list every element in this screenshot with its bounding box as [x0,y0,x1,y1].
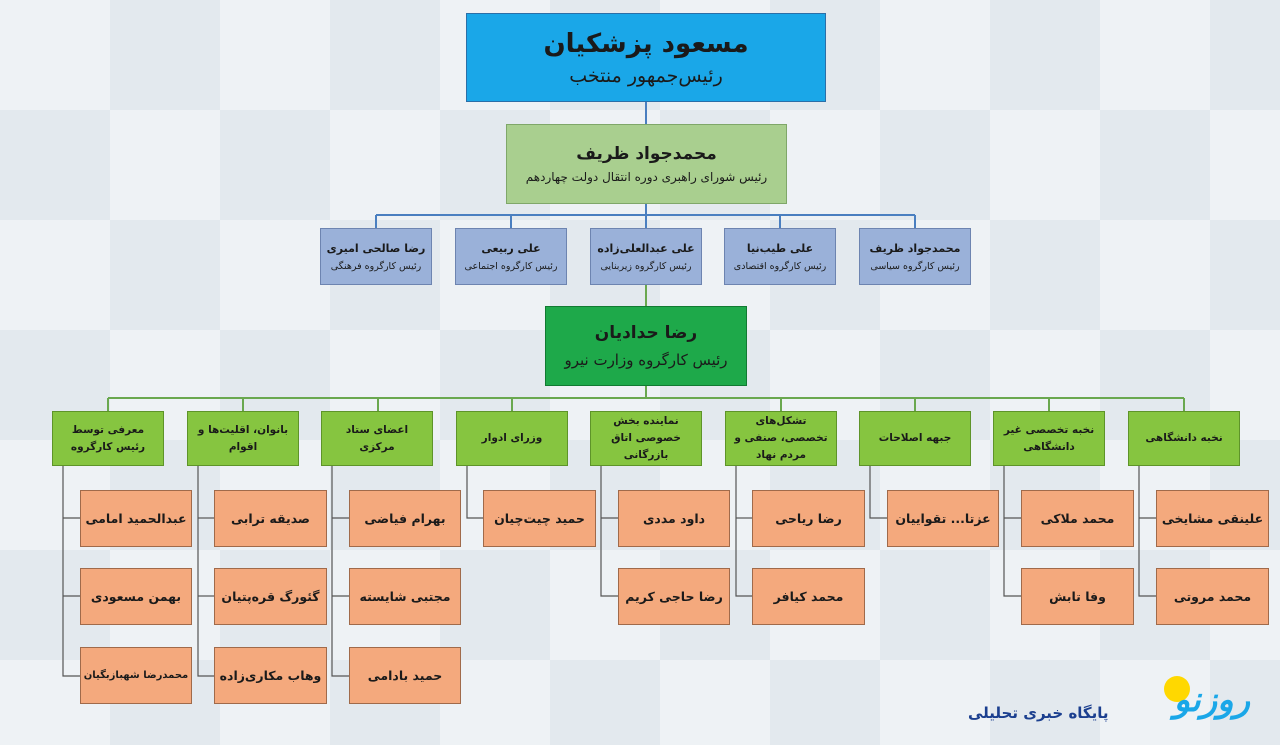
energy-ministry-group-head-box: رضا حدادیان رئیس کارگروه وزارت نیرو [545,306,747,386]
category-box: نماینده بخش خصوصی اتاق بازرگانی [590,411,702,466]
wg-title: رئیس کارگروه فرهنگی [330,260,422,272]
member-name: محمد کیافر [773,589,844,604]
category-box: وزرای ادوار [456,411,568,466]
member-name: علینقی مشایخی [1161,511,1264,526]
category-box: نخبه تخصصی غیر دانشگاهی [993,411,1105,466]
head-title: رئیس شورای راهبری دوره انتقال دولت چهارد… [525,170,768,184]
member-box: گئورگ قره‌پتیان [214,568,327,625]
wg-title: رئیس کارگروه اقتصادی [733,260,827,272]
president-title: رئیس‌جمهور منتخب [569,64,723,87]
logo-brand: روزنو [1173,680,1250,720]
working-group-infrastructure: علی عبدالعلی‌زاده رئیس کارگروه زیربنایی [590,228,702,285]
wg-title: رئیس کارگروه سیاسی [870,260,960,272]
member-name: بهرام فیاضی [364,511,446,526]
category-label: وزرای ادوار [481,432,543,444]
member-name: محمدرضا شهبازبگیان [83,670,189,681]
president-name: مسعود پزشکیان [543,28,749,59]
member-box: وهاب مکاری‌زاده [214,647,327,704]
main-name: رضا حدادیان [594,323,698,343]
wg-name: رضا صالحی امیری [326,241,426,255]
member-box: وفا تابش [1021,568,1134,625]
working-group-cultural: رضا صالحی امیری رئیس کارگروه فرهنگی [320,228,432,285]
wg-name: محمدجواد ظریف [869,241,961,255]
member-box: محمد کیافر [752,568,865,625]
category-box: جبهه اصلاحات [859,411,971,466]
member-name: رضا حاجی کریم [625,589,723,604]
member-name: مجتبی شایسته [359,589,451,604]
member-name: رضا ریاحی [775,511,842,526]
member-box: حمید چیت‌چیان [483,490,596,547]
category-label: معرفی توسط رئیس کارگروه [70,423,146,453]
member-name: داود مددی [642,511,706,526]
member-name: وفا تابش [1049,589,1106,604]
category-label: نماینده بخش خصوصی اتاق بازرگانی [611,415,681,461]
member-box: رضا ریاحی [752,490,865,547]
category-box: تشکل‌های تخصصی، صنفی و مردم نهاد [725,411,837,466]
member-box: بهرام فیاضی [349,490,461,547]
member-box: داود مددی [618,490,730,547]
member-box: محمد ملاکی [1021,490,1134,547]
category-box: اعضای ستاد مرکزی [321,411,433,466]
working-group-political: محمدجواد ظریف رئیس کارگروه سیاسی [859,228,971,285]
member-box: محمد مروتی [1156,568,1269,625]
wg-title: رئیس کارگروه اجتماعی [464,260,558,272]
member-name: حمید چیت‌چیان [494,511,585,526]
transition-council-head-box: محمدجواد ظریف رئیس شورای راهبری دوره انت… [506,124,787,204]
category-box: بانوان، اقلیت‌ها و اقوام [187,411,299,466]
main-title: رئیس کارگروه وزارت نیرو [564,351,728,369]
wg-name: علی ربیعی [481,241,541,255]
member-box: حمید بادامی [349,647,461,704]
member-box: علینقی مشایخی [1156,490,1269,547]
category-label: اعضای ستاد مرکزی [345,423,409,453]
president-box: مسعود پزشکیان رئیس‌جمهور منتخب [466,13,826,102]
head-name: محمدجواد ظریف [576,144,717,164]
member-name: عبدالحمید امامی [85,511,187,526]
category-label: جبهه اصلاحات [878,432,952,444]
member-name: محمد مروتی [1173,589,1252,604]
member-name: صدیقه ترابی [230,511,311,526]
category-label: بانوان، اقلیت‌ها و اقوام [197,423,289,453]
rouznou-logo: روزنو پایگاه خبری تحلیلی [968,674,1268,734]
category-label: تشکل‌های تخصصی، صنفی و مردم نهاد [734,415,828,461]
member-name: وهاب مکاری‌زاده [219,668,322,683]
member-name: عزتا... تقواییان [895,511,991,526]
member-box: عبدالحمید امامی [80,490,192,547]
category-label: نخبه تخصصی غیر دانشگاهی [1003,423,1095,453]
member-box: بهمن مسعودی [80,568,192,625]
member-name: بهمن مسعودی [90,589,182,604]
logo-subtitle: پایگاه خبری تحلیلی [968,704,1109,722]
member-name: گئورگ قره‌پتیان [221,589,320,604]
member-box: مجتبی شایسته [349,568,461,625]
sun-icon [1164,676,1190,702]
member-box: محمدرضا شهبازبگیان [80,647,192,704]
wg-name: علی عبدالعلی‌زاده [597,241,695,255]
member-box: رضا حاجی کریم [618,568,730,625]
member-box: عزتا... تقواییان [887,490,999,547]
working-group-social: علی ربیعی رئیس کارگروه اجتماعی [455,228,567,285]
wg-name: علی طیب‌نیا [746,241,814,255]
category-box: معرفی توسط رئیس کارگروه [52,411,164,466]
category-box: نخبه دانشگاهی [1128,411,1240,466]
member-box: صدیقه ترابی [214,490,327,547]
wg-title: رئیس کارگروه زیربنایی [600,260,692,272]
category-label: نخبه دانشگاهی [1145,432,1223,444]
working-group-economic: علی طیب‌نیا رئیس کارگروه اقتصادی [724,228,836,285]
member-name: حمید بادامی [367,668,443,683]
member-name: محمد ملاکی [1040,511,1115,526]
